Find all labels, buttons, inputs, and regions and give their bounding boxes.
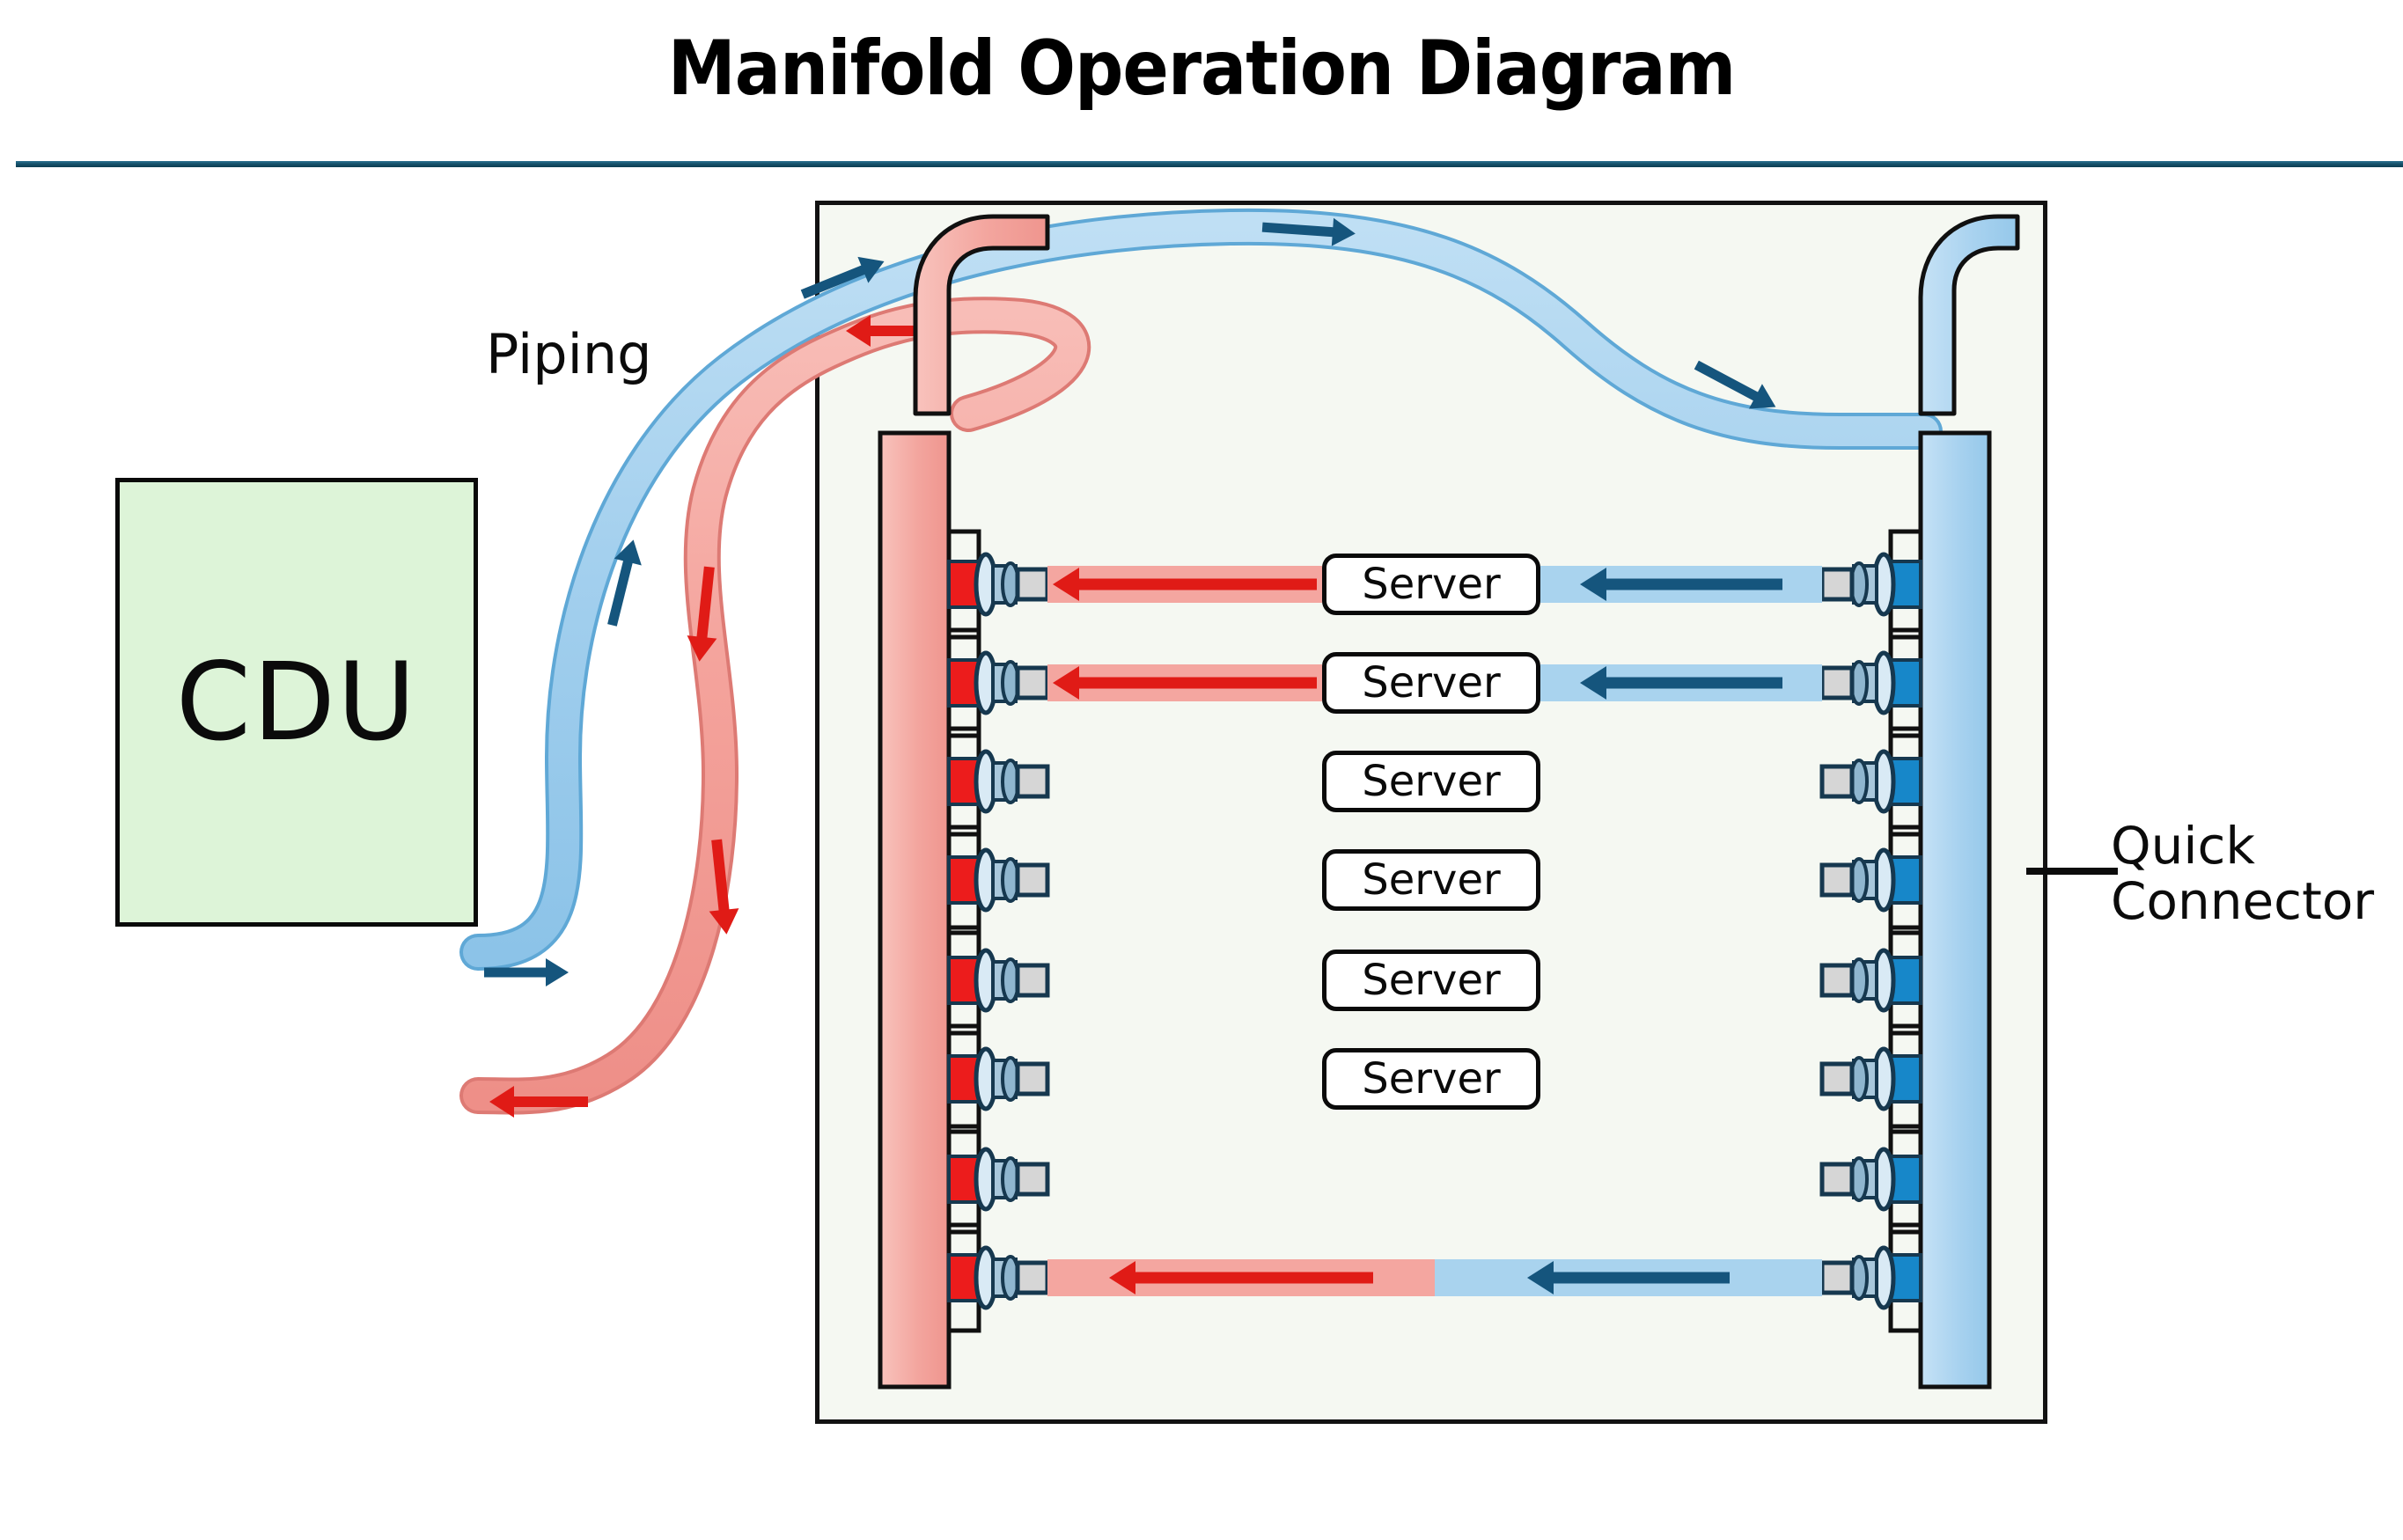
server-box-label: Server: [1362, 956, 1501, 1005]
server-box-1: Server: [1322, 554, 1540, 615]
piping-label: Piping: [486, 322, 652, 386]
server-box-4: Server: [1322, 849, 1540, 911]
quick-connector-leader-line: [2026, 868, 2118, 875]
server-box-3: Server: [1322, 751, 1540, 812]
quick-connector-label: Quick Connector: [2111, 818, 2401, 928]
server-box-label: Server: [1362, 855, 1501, 905]
quick-connector-label-line2: Connector: [2111, 870, 2375, 931]
server-box-label: Server: [1362, 658, 1501, 708]
server-box-6: Server: [1322, 1048, 1540, 1110]
server-box-label: Server: [1362, 757, 1501, 806]
server-box-label: Server: [1362, 560, 1501, 609]
rack-enclosure: [815, 201, 2047, 1424]
server-box-5: Server: [1322, 950, 1540, 1011]
quick-connector-label-line1: Quick: [2111, 816, 2256, 876]
cdu-box: CDU: [115, 478, 478, 927]
server-box-label: Server: [1362, 1054, 1501, 1104]
server-box-2: Server: [1322, 652, 1540, 714]
title-divider: [16, 161, 2403, 167]
cdu-label: CDU: [175, 640, 418, 765]
page-title: Manifold Operation Diagram: [667, 25, 1736, 113]
